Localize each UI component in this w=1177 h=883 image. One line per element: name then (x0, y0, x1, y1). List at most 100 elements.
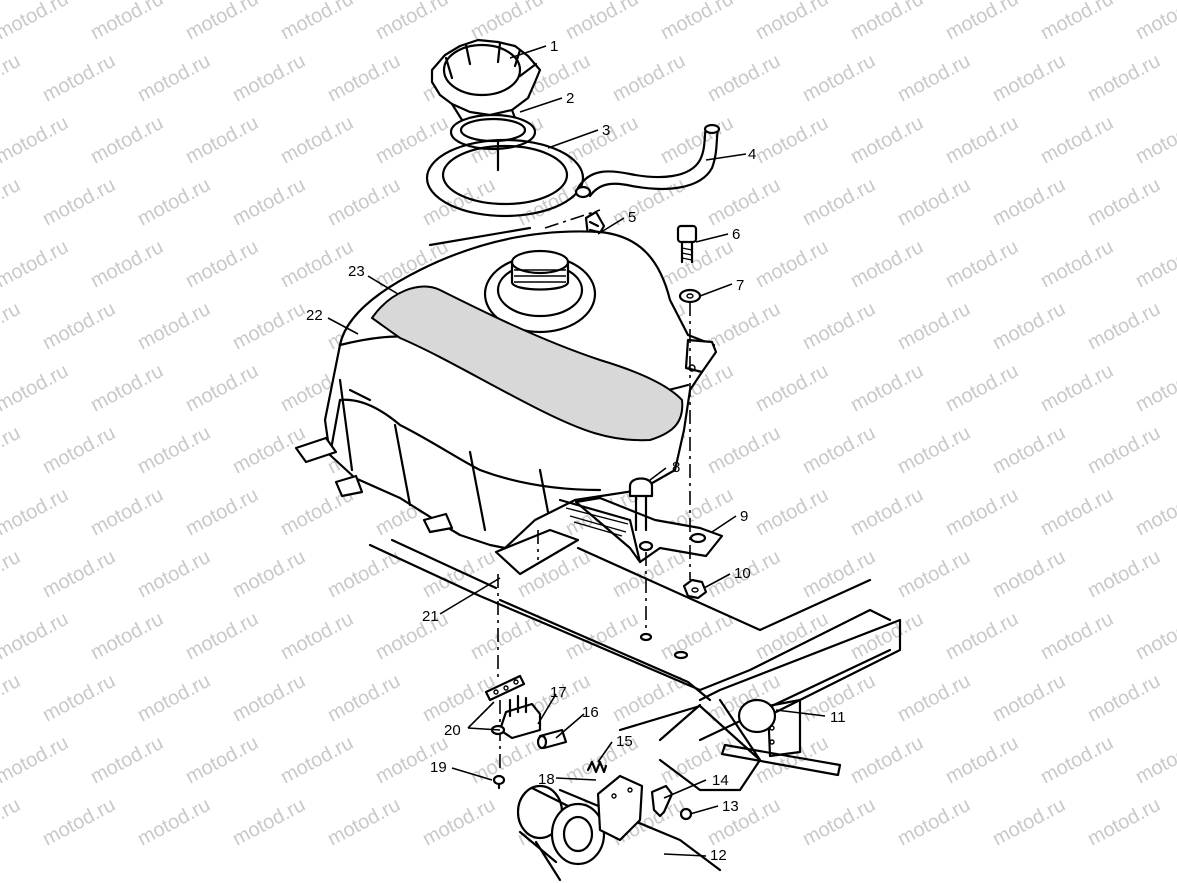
watermark-text: motod.ru (39, 546, 119, 602)
watermark-text: motod.ru (0, 174, 24, 230)
watermark-text: motod.ru (87, 732, 167, 788)
watermark-text: motod.ru (39, 670, 119, 726)
watermark-text: motod.ru (1084, 298, 1164, 354)
watermark-text: motod.ru (1132, 608, 1177, 664)
watermark-text: motod.ru (324, 670, 404, 726)
watermark-text: motod.ru (752, 112, 832, 168)
watermark-text: motod.ru (657, 236, 737, 292)
watermark-text: motod.ru (989, 670, 1069, 726)
callout-4: 4 (748, 146, 756, 163)
rubber-pad (494, 528, 580, 576)
watermark-text: motod.ru (87, 608, 167, 664)
bolt-6 (676, 224, 698, 264)
watermark-text: motod.ru (134, 670, 214, 726)
watermark-text: motod.ru (1084, 794, 1164, 850)
watermark-text: motod.ru (0, 112, 72, 168)
watermark-text: motod.ru (704, 298, 784, 354)
watermark-text: motod.ru (609, 50, 689, 106)
watermark-text: motod.ru (182, 608, 262, 664)
watermark-text: motod.ru (1037, 732, 1117, 788)
watermark-text: motod.ru (0, 0, 72, 44)
callout-7: 7 (736, 277, 744, 294)
watermark-text: motod.ru (277, 732, 357, 788)
callout-15: 15 (616, 733, 633, 750)
watermark-text: motod.ru (847, 360, 927, 416)
watermark-text: motod.ru (324, 50, 404, 106)
watermark-text: motod.ru (0, 360, 72, 416)
watermark-text: motod.ru (1037, 608, 1117, 664)
callout-2: 2 (566, 90, 574, 107)
callout-17: 17 (550, 684, 567, 701)
watermark-text: motod.ru (87, 360, 167, 416)
watermark-text: motod.ru (182, 484, 262, 540)
watermark-text: motod.ru (989, 50, 1069, 106)
watermark-text: motod.ru (277, 236, 357, 292)
watermark-text: motod.ru (1132, 732, 1177, 788)
watermark-text: motod.ru (229, 174, 309, 230)
callout-16: 16 (582, 704, 599, 721)
watermark-text: motod.ru (419, 670, 499, 726)
watermark-text: motod.ru (847, 484, 927, 540)
watermark-text: motod.ru (704, 422, 784, 478)
watermark-text: motod.ru (942, 360, 1022, 416)
watermark-text: motod.ru (562, 0, 642, 44)
callout-5: 5 (628, 209, 636, 226)
watermark-text: motod.ru (657, 112, 737, 168)
callout-8: 8 (672, 459, 680, 476)
tank-bracket (558, 496, 724, 564)
watermark-text: motod.ru (894, 298, 974, 354)
watermark-text: motod.ru (87, 484, 167, 540)
watermark-text: motod.ru (39, 422, 119, 478)
watermark-text: motod.ru (87, 0, 167, 44)
watermark-text: motod.ru (229, 546, 309, 602)
watermark-text: motod.ru (467, 732, 547, 788)
watermark-text: motod.ru (0, 794, 24, 850)
callout-10: 10 (734, 565, 751, 582)
watermark-text: motod.ru (799, 794, 879, 850)
vent-hose (574, 123, 721, 199)
watermark-text: motod.ru (39, 50, 119, 106)
callout-22: 22 (306, 307, 323, 324)
cap-seal-plate (425, 138, 585, 218)
watermark-text: motod.ru (0, 484, 72, 540)
watermark-text: motod.ru (182, 0, 262, 44)
watermark-text: motod.ru (1132, 236, 1177, 292)
watermark-text: motod.ru (39, 298, 119, 354)
watermark-text: motod.ru (134, 174, 214, 230)
vehicle-frame (368, 538, 902, 882)
watermark-text: motod.ru (372, 0, 452, 44)
watermark-text: motod.ru (609, 174, 689, 230)
callout-3: 3 (602, 122, 610, 139)
watermark-text: motod.ru (182, 360, 262, 416)
watermark-text: motod.ru (229, 670, 309, 726)
callout-21: 21 (422, 608, 439, 625)
watermark-text: motod.ru (942, 236, 1022, 292)
callout-1: 1 (550, 38, 558, 55)
watermark-text: motod.ru (419, 794, 499, 850)
watermark-text: motod.ru (989, 794, 1069, 850)
watermark-text: motod.ru (847, 236, 927, 292)
watermark-text: motod.ru (704, 794, 784, 850)
watermark-text: motod.ru (134, 546, 214, 602)
watermark-text: motod.ru (1037, 0, 1117, 44)
watermark-text: motod.ru (752, 484, 832, 540)
watermark-text: motod.ru (39, 794, 119, 850)
foam-pad (370, 285, 684, 442)
watermark-text: motod.ru (894, 546, 974, 602)
watermark-text: motod.ru (0, 546, 24, 602)
watermark-text: motod.ru (1084, 50, 1164, 106)
callout-23: 23 (348, 263, 365, 280)
watermark-text: motod.ru (87, 236, 167, 292)
watermark-text: motod.ru (467, 0, 547, 44)
watermark-text: motod.ru (752, 360, 832, 416)
watermark-text: motod.ru (894, 794, 974, 850)
watermark-text: motod.ru (799, 50, 879, 106)
watermark-text: motod.ru (0, 732, 72, 788)
fitting-axis-line (544, 209, 601, 229)
watermark-text: motod.ru (942, 484, 1022, 540)
leader-lines (327, 45, 826, 857)
watermark-text: motod.ru (989, 298, 1069, 354)
washer-7 (678, 288, 702, 304)
cap-gasket (449, 113, 537, 151)
